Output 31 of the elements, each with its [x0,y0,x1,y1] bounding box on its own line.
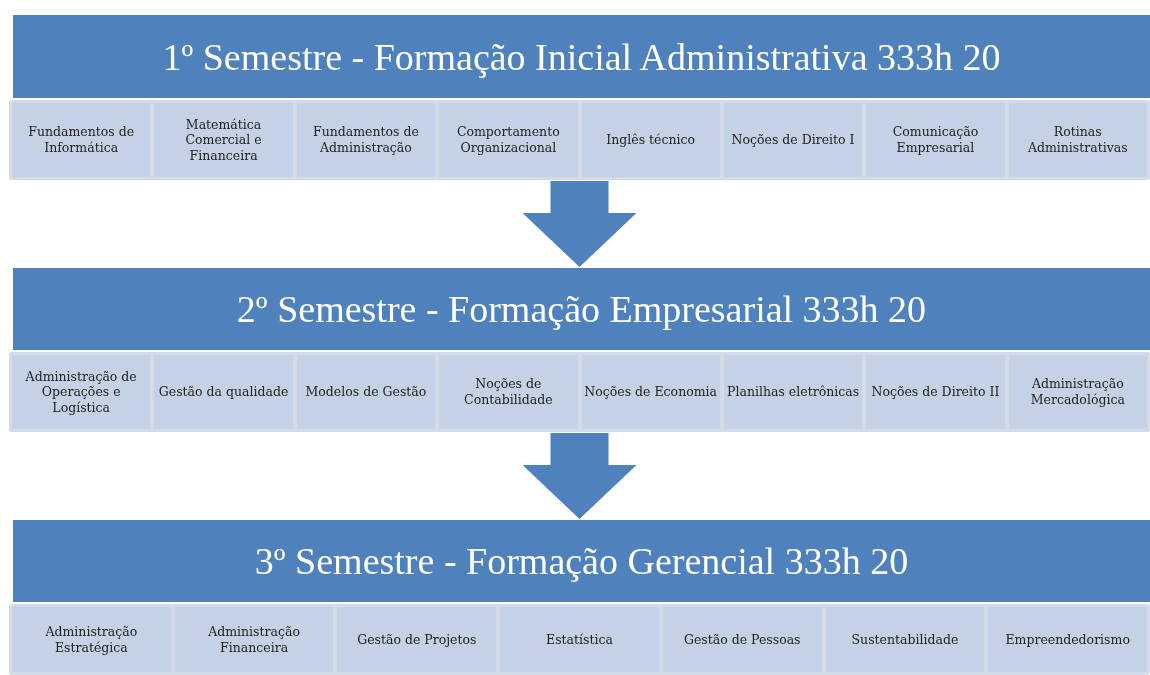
course-box: Matemática Comercial e Financeira [154,103,293,177]
course-panel [9,604,1150,675]
course-box: Sustentabilidade [825,607,985,672]
course-box: Rotinas Administrativas [1008,103,1147,177]
course-box: Modelos de Gestão [296,355,436,429]
course-box: Inglês técnico [581,103,720,177]
course-box: Comunicação Empresarial [866,103,1005,177]
course-box: Gestão da qualidade [154,355,293,429]
course-box: Empreendedorismo [988,607,1148,672]
course-panel [9,100,1150,180]
course-box: Noções de Economia [581,355,720,429]
course-box: Noções de Contabilidade [439,355,578,429]
block-arrow [522,433,637,519]
semester-header: 3º Semestre - Formação Gerencial 333h 20 [13,520,1150,602]
course-box: Fundamentos de Informática [12,103,151,177]
semester-header: 1º Semestre - Formação Inicial Administrativa 333h 20 [13,15,1150,98]
semester-header: 2º Semestre - Formação Empresarial 333h 20 [13,268,1150,350]
course-box: Estatística [500,607,659,672]
course-box: Noções de Direito II [866,355,1005,429]
course-box: Administração Estratégica [12,607,171,672]
course-box: Noções de Direito I [723,103,863,177]
block-arrow [522,181,637,267]
course-box: Fundamentos de Administração [296,103,436,177]
course-box: Gestão de Pessoas [662,607,822,672]
course-box: Planilhas eletrônicas [723,355,863,429]
course-box: Administração Mercadológica [1008,355,1147,429]
course-box: Comportamento Organizacional [439,103,578,177]
course-panel [9,352,1150,432]
course-box: Gestão de Projetos [337,607,497,672]
course-box: Administração Financeira [174,607,334,672]
course-box: Administração de Operações e Logística [12,355,151,429]
